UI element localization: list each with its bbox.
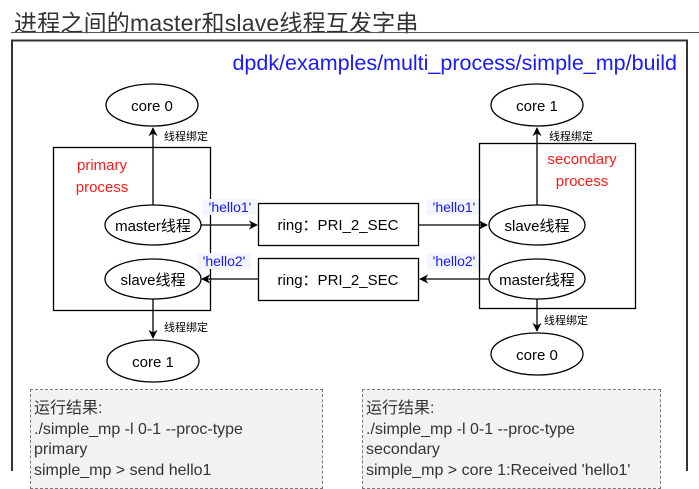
secondary-result-box: 运行结果: ./simple_mp -l 0-1 --proc-type sec… — [362, 389, 661, 489]
primary-slave-thread: slave线程 — [104, 258, 202, 300]
secondary-core-top: core 1 — [490, 83, 584, 127]
ring-box-top: ring：PRI_2_SEC — [257, 202, 420, 247]
secondary-slave-label: slave线程 — [504, 218, 569, 235]
secondary-master-thread: master线程 — [488, 258, 586, 300]
primary-result-command-cont: primary — [34, 441, 88, 458]
message-primary-recv: 'hello2' — [203, 253, 246, 269]
secondary-result-command-cont: secondary — [366, 441, 440, 458]
outer-frame — [11, 39, 688, 471]
secondary-core-top-label: core 1 — [516, 98, 558, 115]
primary-bind-bottom-label: 线程绑定 — [164, 320, 208, 334]
secondary-process-label-line2: process — [556, 173, 609, 190]
primary-bind-top-label: 线程绑定 — [164, 129, 208, 143]
secondary-result-heading: 运行结果: — [366, 400, 435, 417]
primary-core-top: core 0 — [105, 83, 199, 127]
secondary-slave-thread: slave线程 — [488, 204, 586, 246]
primary-result-box: 运行结果: ./simple_mp -l 0-1 --proc-type pri… — [30, 389, 323, 489]
primary-process-box — [52, 146, 212, 312]
primary-master-label: master线程 — [115, 218, 191, 235]
secondary-result-command: ./simple_mp -l 0-1 --proc-type — [366, 420, 575, 438]
secondary-process-box — [478, 142, 637, 310]
ring-box-bottom: ring：PRI_2_SEC — [257, 257, 420, 302]
process-diagram: dpdk/examples/multi_process/simple_mp/bu… — [11, 39, 688, 471]
primary-core-top-label: core 0 — [131, 98, 173, 115]
secondary-master-label: master线程 — [499, 272, 575, 289]
primary-result-heading: 运行结果: — [34, 400, 103, 417]
ring-top-label: ring：PRI_2_SEC — [278, 217, 399, 234]
primary-master-thread: master线程 — [104, 204, 202, 246]
page-title: 进程之间的master和slave线程互发字串 — [14, 10, 419, 36]
secondary-bind-bottom-label: 线程绑定 — [544, 313, 588, 327]
primary-process-label-line2: process — [76, 179, 129, 196]
message-secondary-send: 'hello2' — [433, 253, 476, 269]
primary-process-label-line1: primary — [77, 157, 128, 174]
primary-result-command: ./simple_mp -l 0-1 --proc-type — [34, 420, 243, 438]
ring-bottom-label: ring：PRI_2_SEC — [278, 272, 399, 289]
secondary-core-bottom-label: core 0 — [516, 347, 558, 364]
secondary-bind-top-label: 线程绑定 — [549, 129, 593, 143]
primary-slave-label: slave线程 — [120, 272, 185, 289]
secondary-process-label-line1: secondary — [547, 151, 617, 168]
primary-core-bottom-label: core 1 — [132, 354, 174, 371]
build-path-label: dpdk/examples/multi_process/simple_mp/bu… — [232, 51, 677, 75]
message-primary-send: 'hello1' — [209, 199, 252, 215]
message-secondary-recv: 'hello1' — [433, 199, 476, 215]
title-divider — [11, 32, 699, 33]
primary-core-bottom: core 1 — [106, 339, 200, 383]
secondary-core-bottom: core 0 — [490, 332, 584, 376]
